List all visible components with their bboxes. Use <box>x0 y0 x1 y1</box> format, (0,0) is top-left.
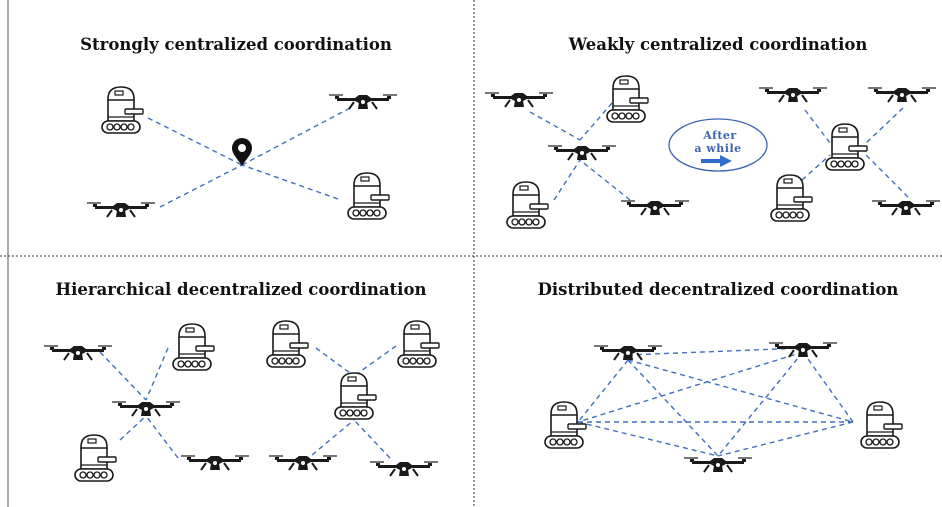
panel-title: Hierarchical decentralized coordination <box>56 280 427 299</box>
drone-icon <box>867 87 937 103</box>
ground-robot-icon <box>544 401 587 449</box>
drone-icon <box>86 202 156 218</box>
links <box>147 107 351 208</box>
drone-icon <box>369 461 439 477</box>
ground-robot-icon <box>347 172 390 220</box>
drone-icon <box>758 87 828 103</box>
ground-robot-icon <box>397 320 440 368</box>
drone-icon <box>593 345 663 361</box>
drone-icon <box>620 200 690 216</box>
ground-robot-icon <box>266 320 309 368</box>
ground-robot-icon <box>825 123 868 171</box>
panel-title: Weakly centralized coordination <box>568 35 868 54</box>
panel-distributed-decentralized: Distributed decentralized coordination <box>538 280 903 473</box>
drone-icon <box>328 94 398 110</box>
links-after <box>801 107 909 198</box>
bubble-label-line2: a while <box>694 142 741 155</box>
bubble-label-line1: After <box>702 129 736 142</box>
ground-robot-icon <box>606 75 649 123</box>
drone-icon <box>547 145 617 161</box>
ground-robot-icon <box>770 174 813 222</box>
ground-robot-icon <box>860 401 903 449</box>
ground-robot-icon <box>101 86 144 134</box>
drone-icon <box>683 457 753 473</box>
location-pin-icon <box>232 138 252 166</box>
ground-robot-icon <box>334 372 377 420</box>
links-before <box>529 102 631 201</box>
drone-icon <box>180 455 250 471</box>
ground-robot-icon <box>506 181 549 229</box>
drone-icon <box>768 342 838 358</box>
right-arrow-icon <box>701 155 732 167</box>
panel-title: Distributed decentralized coordination <box>538 280 899 299</box>
drone-icon <box>871 200 941 216</box>
drone-icon <box>268 455 338 471</box>
drone-icon <box>111 401 181 417</box>
ground-robot-icon <box>74 434 117 482</box>
links <box>577 347 854 457</box>
links <box>99 345 397 459</box>
panel-strongly-centralized: Strongly centralized coordination <box>80 35 398 220</box>
drone-icon <box>484 92 554 108</box>
panel-weakly-centralized: Weakly centralized coordination After a … <box>484 35 941 229</box>
after-a-while-bubble: After a while <box>668 118 768 172</box>
panel-hierarchical-decentralized: Hierarchical decentralized coordination <box>43 280 440 482</box>
ground-robot-icon <box>172 323 215 371</box>
panel-title: Strongly centralized coordination <box>80 35 392 54</box>
